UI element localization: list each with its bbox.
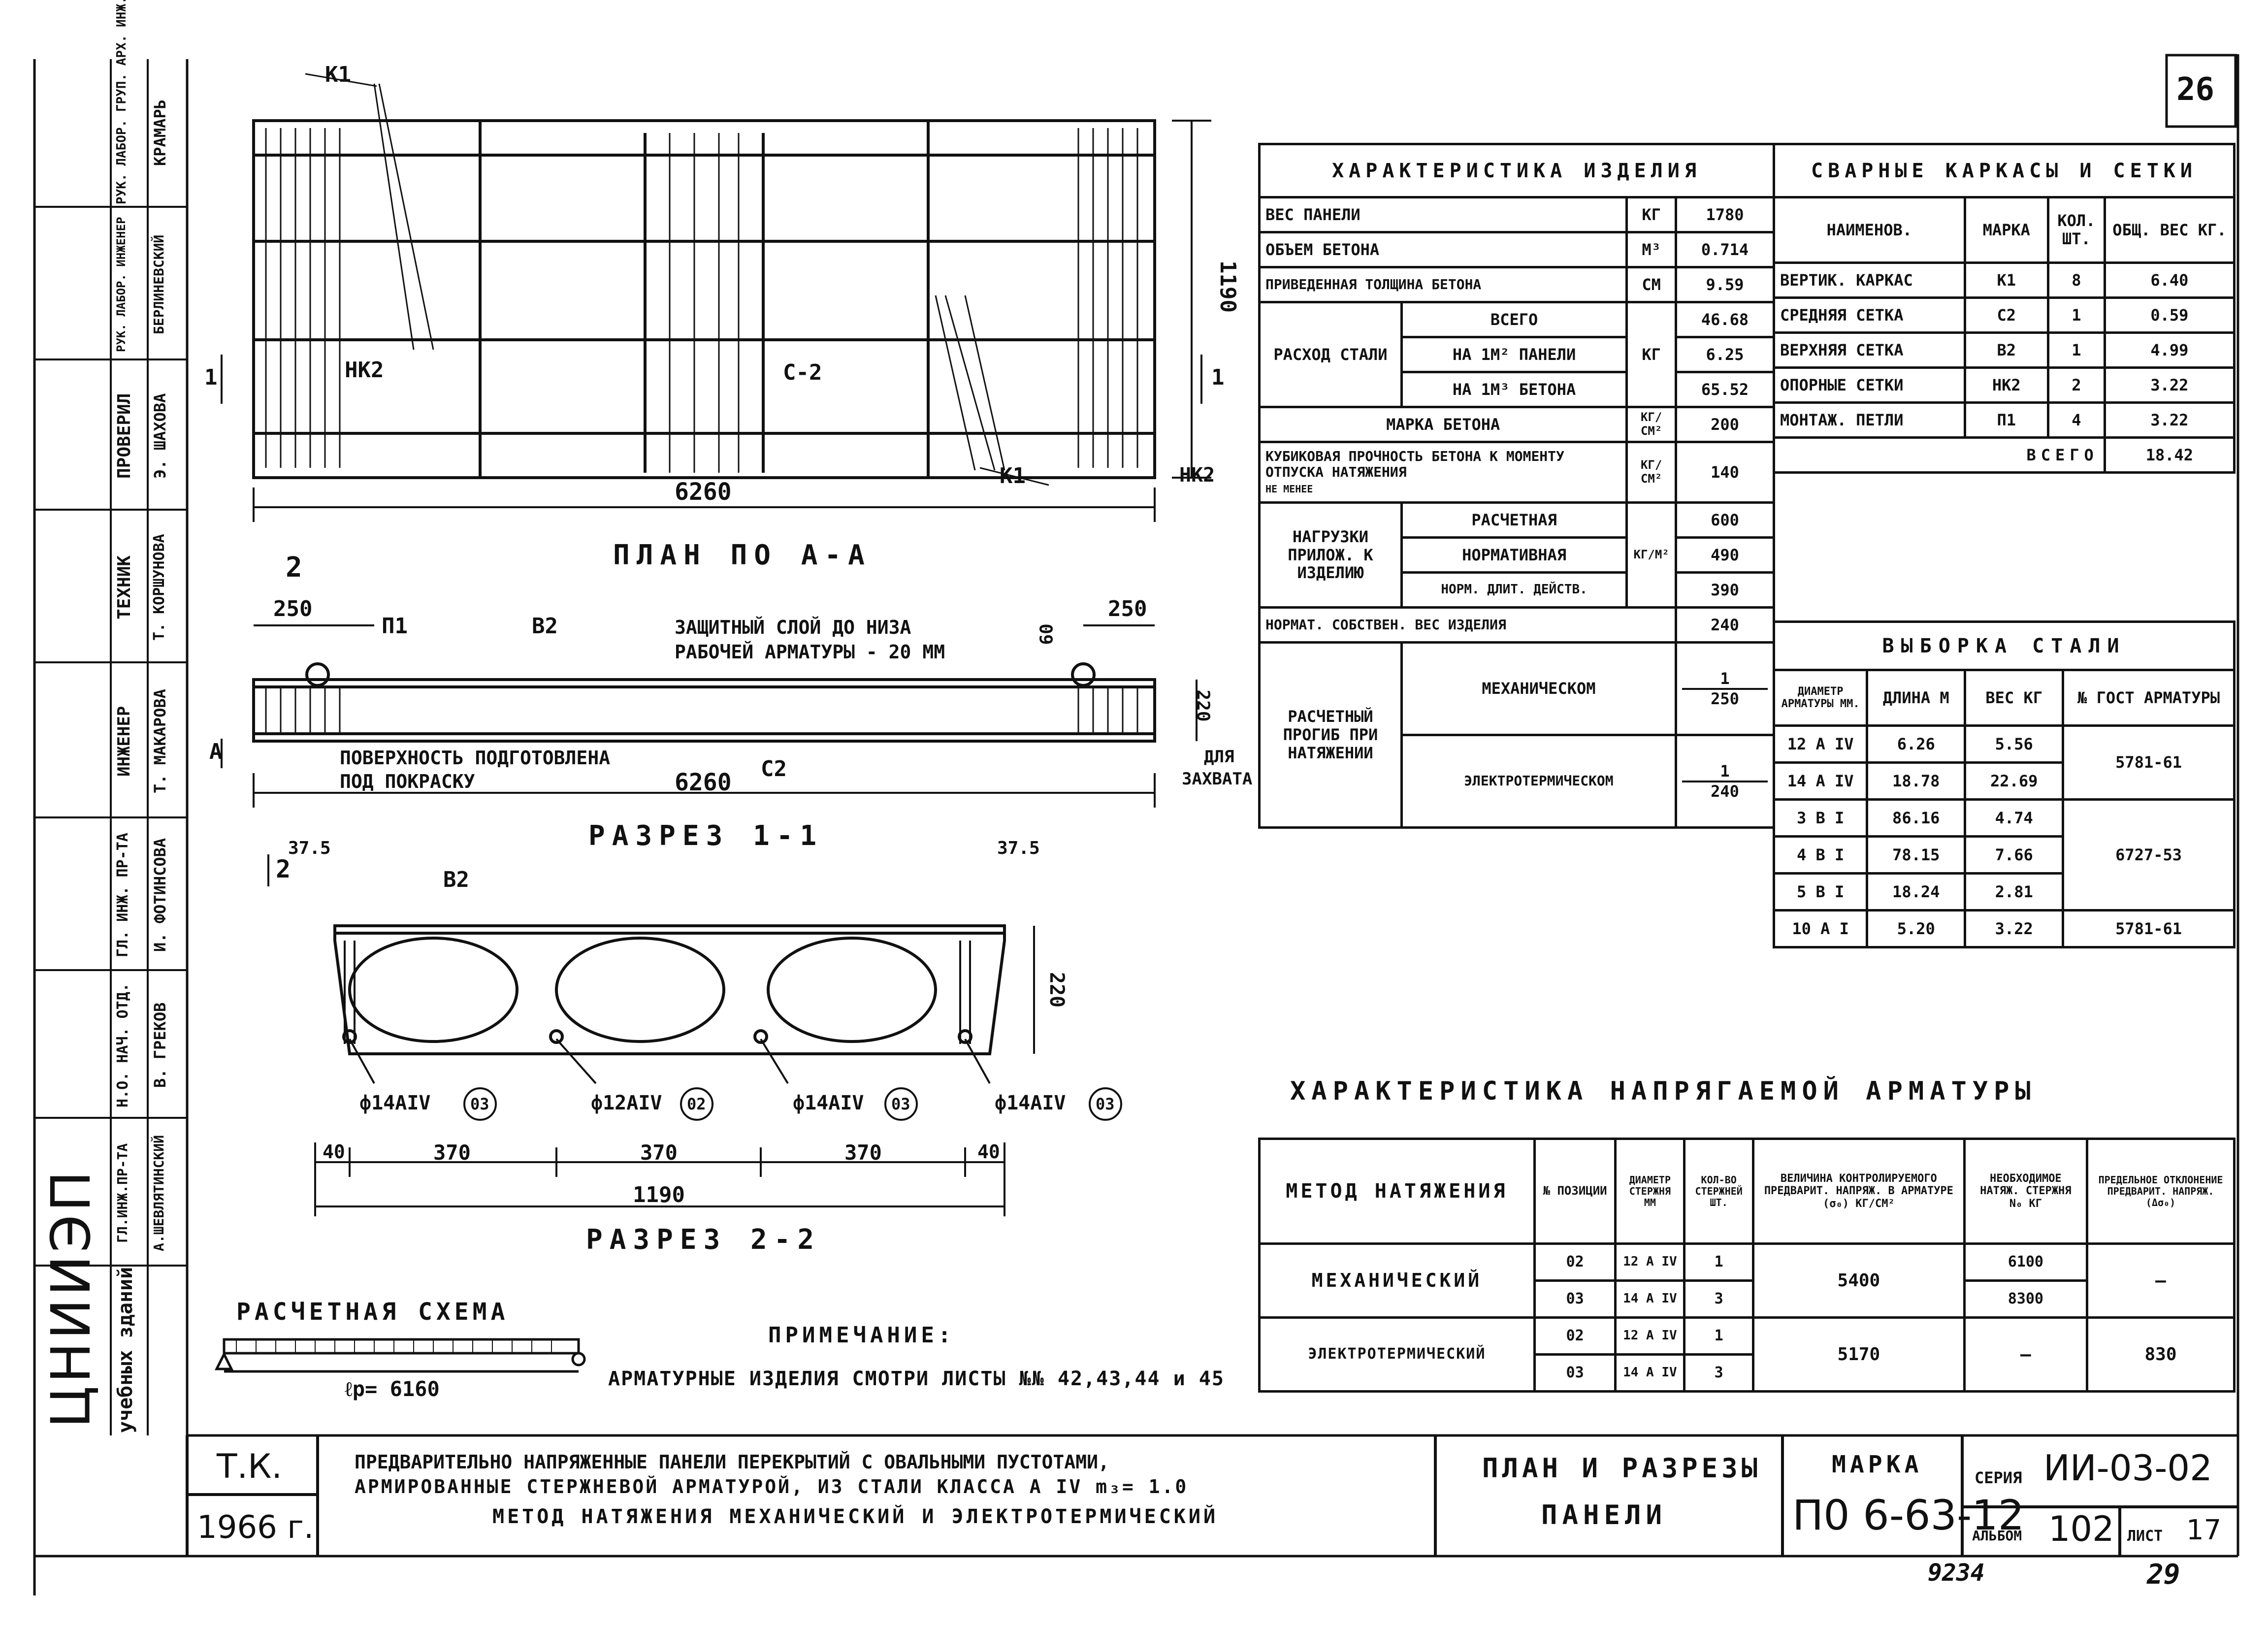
titleblock-year: 1966 г. xyxy=(197,1509,314,1546)
section11-dim-60: 60 xyxy=(1037,623,1057,645)
plan-section-mark-right: 1 xyxy=(1211,365,1225,390)
section22-bar-1-pos: 03 xyxy=(470,1095,489,1113)
stamp-role-6: ТЕХНИК xyxy=(114,555,134,619)
stamp-name-6: Т. КОРШУНОВА xyxy=(151,534,168,641)
section22-dim-37-left: 37.5 xyxy=(288,838,331,858)
titleblock-album-label: АЛЬБОМ xyxy=(1972,1528,2022,1544)
titleblock-series-label: СЕРИЯ xyxy=(1975,1468,2022,1487)
section11-length: 6260 xyxy=(675,769,732,796)
prestress-title: ХАРАКТЕРИСТИКА НАПРЯГАЕМОЙ АРМАТУРЫ xyxy=(1290,1076,2037,1106)
stamp-role-1: РУК. ЛАБОР. ГРУП. АРХ. ИНЖ. xyxy=(114,0,129,204)
titleblock-tk: Т.К. xyxy=(217,1447,283,1486)
stamp-name-7: Э. ШАХОВА xyxy=(151,393,169,479)
section22-height: 220 xyxy=(1045,972,1069,1008)
section11-c2: С2 xyxy=(761,756,787,781)
stamp-org-name: ЦНИИЭП xyxy=(39,1168,102,1428)
plan-label-nk2: НК2 xyxy=(345,358,384,383)
section11-note-top-2: РАБОЧЕЙ АРМАТУРЫ - 20 ММ xyxy=(675,641,945,663)
stamp-role-3: Н.О. НАЧ. ОТД. xyxy=(114,983,131,1107)
section22-title: РАЗРЕЗ 2-2 xyxy=(586,1224,821,1256)
section11-title: РАЗРЕЗ 1-1 xyxy=(588,820,824,852)
scheme-span: ℓр= 6160 xyxy=(345,1377,440,1401)
section22-dim-37-right: 37.5 xyxy=(997,838,1040,858)
section22-bar-3-pos: 03 xyxy=(891,1095,910,1113)
note-title: ПРИМЕЧАНИЕ: xyxy=(768,1323,955,1348)
titleblock-description-1: ПРЕДВАРИТЕЛЬНО НАПРЯЖЕННЫЕ ПАНЕЛИ ПЕРЕКР… xyxy=(355,1451,1109,1473)
plan-label-k1-bottom: К1 xyxy=(1000,463,1026,488)
plan-label-k1-top: К1 xyxy=(325,62,351,87)
strength-sub: НЕ МЕНЕЕ xyxy=(1265,483,1313,495)
plan-title: ПЛАН ПО А-А xyxy=(613,539,872,571)
plan-length: 6260 xyxy=(675,478,732,506)
titleblock-description-3: МЕТОД НАТЯЖЕНИЯ МЕХАНИЧЕСКИЙ И ЭЛЕКТРОТЕ… xyxy=(492,1505,1219,1528)
section22-bar-4-pos: 03 xyxy=(1096,1095,1115,1113)
stamp-name-2: А.ШЕВЛЯТИНСКИЙ xyxy=(151,1135,167,1251)
stamp-org: ЦНИИЭП xyxy=(39,1168,108,1428)
footer-number-right: 29 xyxy=(2147,1559,2180,1591)
plan-label-nk2-right: НК2 xyxy=(1179,464,1215,487)
stamp-name-1: КРАМАРЬ xyxy=(151,99,169,166)
section11-grip-2: ЗАХВАТА xyxy=(1182,769,1253,789)
section11-note-bottom-1: ПОВЕРХНОСТЬ ПОДГОТОВЛЕНА xyxy=(340,747,611,769)
section22-dim-5: 40 xyxy=(977,1141,1000,1163)
stamp-name-3: В. ГРЕКОВ xyxy=(151,1002,169,1088)
titleblock-list-label: ЛИСТ xyxy=(2127,1528,2163,1545)
section11-mark: 2 xyxy=(286,552,302,584)
stamp-role-5: ИНЖЕНЕР xyxy=(114,706,134,777)
plan-label-c2: С-2 xyxy=(783,360,822,385)
stamp-role-4: ГЛ. ИНЖ. ПР-ТА xyxy=(114,833,131,957)
footer-number-left: 9234 xyxy=(1928,1559,1985,1587)
section22-dim-2: 370 xyxy=(433,1140,471,1165)
plan-width: 1190 xyxy=(1215,260,1240,313)
section11-note-top-1: ЗАЩИТНЫЙ СЛОЙ ДО НИЗА xyxy=(675,617,911,638)
stamp-org-sub: учебных зданий xyxy=(114,1267,137,1433)
stamp-name-8: БЕРЛИНЕВСКИЙ xyxy=(151,234,167,334)
section22-bar-3: ф14АIV xyxy=(793,1092,864,1114)
titleblock-sheet-name-2: ПАНЕЛИ xyxy=(1541,1499,1667,1530)
stamp-role-8: РУК. ЛАБОР. ИНЖЕНЕР xyxy=(114,217,128,352)
titleblock-album: 102 xyxy=(2048,1509,2114,1549)
note-text: АРМАТУРНЫЕ ИЗДЕЛИЯ СМОТРИ ЛИСТЫ №№ 42,43… xyxy=(608,1368,1225,1390)
plan-section-mark-left: 1 xyxy=(204,365,218,390)
section22-bar-4: ф14АIV xyxy=(995,1092,1066,1114)
section11-dim-right: 250 xyxy=(1108,596,1147,621)
stamp-name-5: Т. МАКАРОВА xyxy=(151,689,169,793)
titleblock-list: 17 xyxy=(2186,1514,2222,1546)
section22-dim-1: 40 xyxy=(323,1141,345,1163)
section22-b2: В2 xyxy=(443,867,469,892)
section11-height: 220 xyxy=(1193,689,1213,722)
section11-b2: В2 xyxy=(532,614,558,639)
titleblock-mark: П0 6-63-12 xyxy=(1792,1491,2025,1539)
section22-mark: 2 xyxy=(276,855,291,883)
strength-name: КУБИКОВАЯ ПРОЧНОСТЬ БЕТОНА К МОМЕНТУ ОТП… xyxy=(1265,448,1564,480)
titleblock-sheet-name-1: ПЛАН И РАЗРЕЗЫ xyxy=(1482,1453,1762,1484)
scheme-title: РАСЧЕТНАЯ СХЕМА xyxy=(236,1298,509,1326)
section11-note-bottom-2: ПОД ПОКРАСКУ xyxy=(340,771,475,792)
titleblock-description-2: АРМИРОВАННЫЕ СТЕРЖНЕВОЙ АРМАТУРОЙ, ИЗ СТ… xyxy=(355,1476,1189,1498)
stamp-role-7: ПРОВЕРИЛ xyxy=(114,393,134,479)
section22-total: 1190 xyxy=(633,1182,685,1207)
sheet-number: 26 xyxy=(2176,71,2215,108)
section22-bar-2: ф12АIV xyxy=(591,1092,662,1114)
section11-grip-1: ДЛЯ xyxy=(1204,747,1234,767)
section22-dim-3: 370 xyxy=(640,1140,678,1165)
section22-dim-4: 370 xyxy=(844,1140,882,1165)
stamp-role-2: ГЛ.ИНЖ.ПР-ТА xyxy=(114,1143,130,1243)
char-title: ХАРАКТЕРИСТИКА ИЗДЕЛИЯ xyxy=(1258,143,1775,198)
steel-selection-table: ВЫБОРКА СТАЛИ ДИАМЕТР АРМАТУРЫ ММ.ДЛИНА … xyxy=(1772,620,2236,948)
prestress-table: МЕТОД НАТЯЖЕНИЯ № ПОЗИЦИИ ДИАМЕТР СТЕРЖН… xyxy=(1258,1138,2236,1393)
titleblock-series: ИИ-03-02 xyxy=(2043,1447,2212,1489)
section11-dim-left: 250 xyxy=(273,596,313,621)
section22-bar-2-pos: 02 xyxy=(687,1095,706,1113)
stamp-name-4: И. ФОТИНСОВА xyxy=(151,838,169,952)
titleblock-mark-label: МАРКА xyxy=(1832,1451,1923,1478)
section11-mark-a: А xyxy=(209,739,223,764)
section11-p1: П1 xyxy=(382,614,408,639)
section22-bar-1: ф14АIV xyxy=(359,1092,431,1114)
